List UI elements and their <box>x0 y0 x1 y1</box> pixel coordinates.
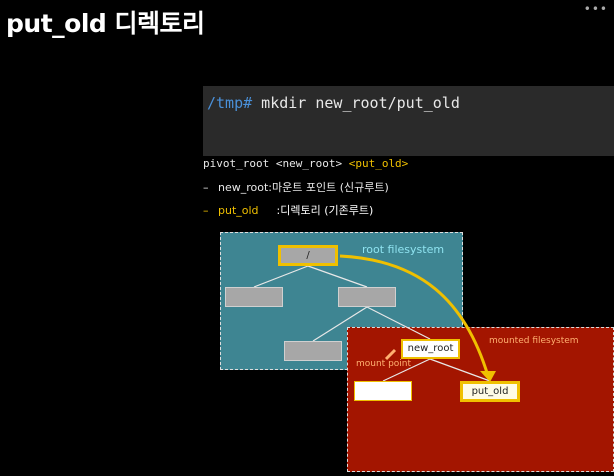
command-text: pivot_root <new_root> <box>203 157 343 170</box>
terminal-prompt: /tmp# <box>207 94 253 112</box>
move-arrow-head <box>480 371 496 382</box>
move-arrow-curve <box>339 254 490 377</box>
connector-blank <box>382 358 431 382</box>
put-old-node: put_old <box>460 381 520 402</box>
definition-put-old: – put_old :디렉토리 (기존루트) <box>203 202 373 218</box>
connector-root-left <box>253 265 309 288</box>
definition-term: new_root <box>218 181 269 194</box>
connector-root-right <box>307 265 368 288</box>
terminal-line: /tmp# mkdir new_root/put_old <box>207 94 460 112</box>
connector-new-root <box>366 306 431 340</box>
mount-point-label: mount point <box>356 359 412 369</box>
definition-bullet: – <box>203 204 209 217</box>
mounted-filesystem-label: mounted filesystem <box>489 336 579 346</box>
terminal-command: mkdir new_root/put_old <box>252 94 460 112</box>
root-node: / <box>278 245 338 266</box>
definition-bullet: – <box>203 181 209 194</box>
more-options-icon[interactable]: ••• <box>583 2 608 16</box>
root-filesystem-label: root filesystem <box>362 243 445 256</box>
page-title: put_old 디렉토리 <box>6 9 205 38</box>
definition-desc: :디렉토리 (기존루트) <box>276 204 374 217</box>
command-arg-put-old: <put_old> <box>348 157 409 170</box>
terminal-block: /tmp# mkdir new_root/put_old <box>203 86 614 156</box>
connector-right-child <box>312 306 368 342</box>
tree-node <box>338 287 396 307</box>
pivot-root-command: pivot_root <new_root> <put_old> <box>203 157 408 170</box>
definition-term: put_old <box>218 204 259 217</box>
connector-put-old <box>429 358 491 382</box>
empty-node <box>354 381 412 401</box>
definition-desc: :마운트 포인트 (신규루트) <box>268 181 389 194</box>
mount-point-pointer <box>384 348 397 361</box>
new-root-node: new_root <box>401 339 460 359</box>
definition-new-root: – new_root:마운트 포인트 (신규루트) <box>203 179 389 195</box>
tree-node <box>284 341 342 361</box>
tree-node <box>225 287 283 307</box>
